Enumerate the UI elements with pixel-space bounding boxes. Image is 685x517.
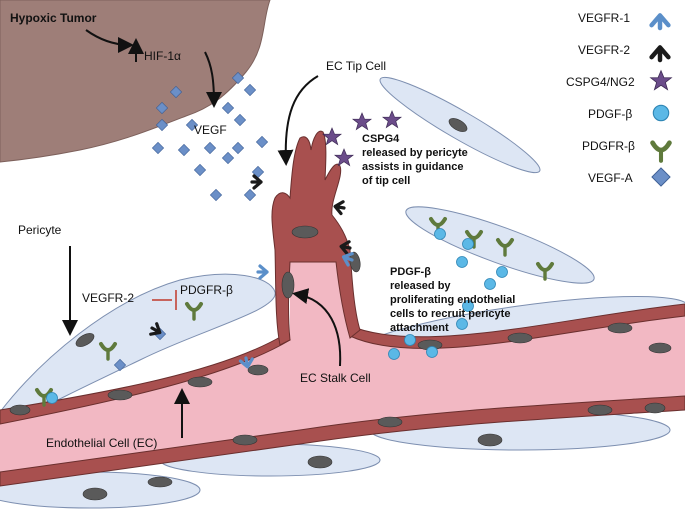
tip-stalk-cell [271,130,361,346]
annotation-cspg4: CSPG4 released by pericyte assists in gu… [362,133,468,187]
cell-nuclei [9,118,672,501]
svg-text:PDGF-β: PDGF-β [390,266,431,278]
legend-label-vegfa: VEGF-A [588,171,633,185]
legend-label-cspg4: CSPG4/NG2 [566,75,635,89]
label-vegfr2-inline: VEGFR-2 [82,291,134,305]
legend: VEGFR-1 VEGFR-2 CSPG4/NG2 PDGF-β PDGFR-β… [566,11,672,187]
star-icon [650,70,672,91]
circle-icon [652,104,670,122]
svg-text:CSPG4: CSPG4 [362,133,400,145]
legend-label-pdgfrb: PDGFR-β [582,139,635,153]
diamond-icon [651,167,671,187]
svg-text:released by pericyte: released by pericyte [362,147,468,159]
arrows [62,29,342,438]
label-ec-stalk-cell: EC Stalk Cell [300,371,371,385]
vessel-lumen [0,250,685,482]
label-hypoxic-tumor: Hypoxic Tumor [10,11,97,25]
svg-text:of tip cell: of tip cell [362,175,410,187]
legend-label-vegfr1: VEGFR-1 [578,11,630,25]
svg-text:assists in guidance: assists in guidance [362,161,463,173]
vegfr2-receptor-icon [652,47,669,60]
annotation-pdgf-beta: PDGF-β released by proliferating endothe… [390,266,515,334]
svg-text:attachment: attachment [390,322,449,334]
label-pdgfrb-inline: PDGFR-β [180,283,233,297]
label-endothelial-cell: Endothelial Cell (EC) [46,436,157,450]
label-hif: HIF-1α [144,49,181,63]
inhibition-mark [152,290,177,310]
svg-text:cells to recruit pericyte: cells to recruit pericyte [390,308,510,320]
label-pericyte: Pericyte [18,223,62,237]
svg-text:proliferating endothelial: proliferating endothelial [390,294,515,306]
svg-text:released by: released by [390,280,451,292]
hypoxic-tumor-region [0,0,271,163]
legend-label-pdgfb: PDGF-β [588,107,632,121]
label-vegf: VEGF [194,123,227,137]
label-ec-tip-cell: EC Tip Cell [326,59,386,73]
pdgfrb-receptor-icon [653,143,670,161]
vegfr1-receptor-icon [652,15,669,28]
legend-label-vegfr2: VEGFR-2 [578,43,630,57]
